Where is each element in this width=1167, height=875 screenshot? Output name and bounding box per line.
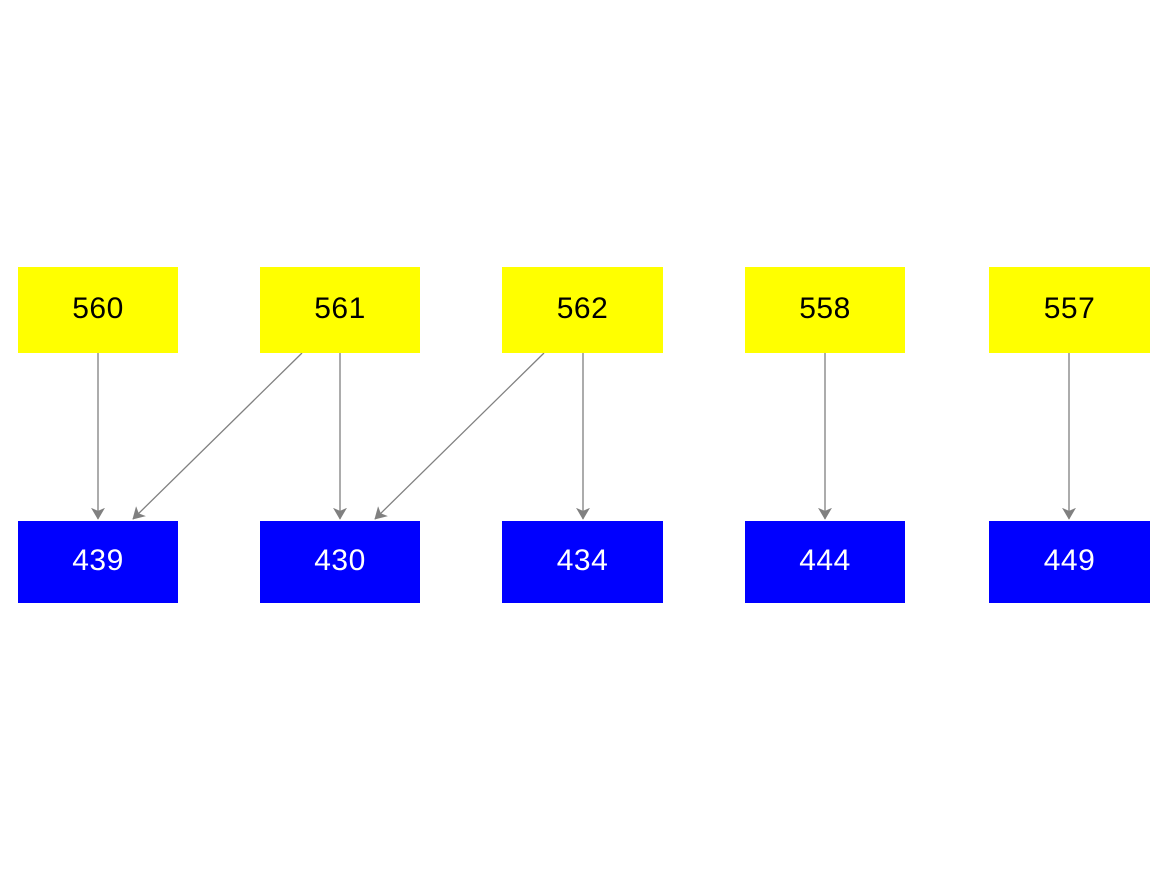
node-558[interactable]: 558: [745, 267, 905, 353]
edge-561-to-439: [132, 352, 303, 520]
node-430[interactable]: 430: [260, 521, 420, 603]
node-560[interactable]: 560: [18, 267, 178, 353]
node-label-560: 560: [72, 292, 124, 325]
node-label-444: 444: [799, 544, 851, 577]
edge-562-to-430: [374, 352, 545, 520]
edges-group: [91, 352, 1076, 520]
node-444[interactable]: 444: [745, 521, 905, 603]
node-557[interactable]: 557: [989, 267, 1150, 353]
node-label-558: 558: [799, 292, 851, 325]
node-561[interactable]: 561: [260, 267, 420, 353]
node-label-561: 561: [314, 292, 366, 325]
node-label-430: 430: [314, 544, 366, 577]
node-label-557: 557: [1043, 292, 1096, 325]
node-434[interactable]: 434: [502, 521, 663, 603]
node-label-562: 562: [556, 292, 609, 325]
node-label-434: 434: [556, 544, 609, 577]
node-label-439: 439: [72, 544, 124, 577]
node-label-449: 449: [1043, 544, 1096, 577]
node-439[interactable]: 439: [18, 521, 178, 603]
node-562[interactable]: 562: [502, 267, 663, 353]
node-449[interactable]: 449: [989, 521, 1150, 603]
